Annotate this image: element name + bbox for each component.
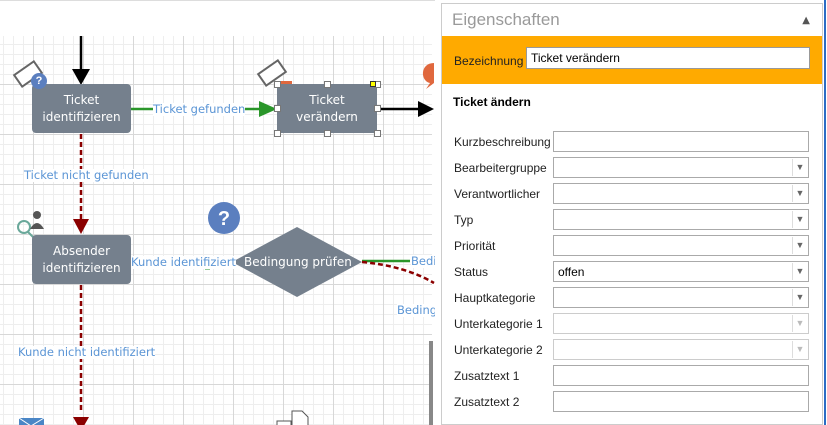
speech-icon [422, 63, 434, 89]
field-label: Bearbeitergruppe [454, 161, 547, 175]
edge-cond-lower [361, 260, 435, 285]
name-bar: Bezeichnung Ticket verändern [442, 36, 822, 84]
field-row: Priorität ▼ [442, 235, 822, 257]
chevron-down-icon[interactable]: ▼ [792, 211, 807, 228]
edge-ticket-found-arrowhead [259, 101, 277, 117]
incoming-arrowhead [72, 69, 90, 85]
resize-handle[interactable] [274, 105, 281, 112]
panel-title: Eigenschaften [452, 10, 560, 29]
connectors: ? [12, 36, 435, 425]
question-icon-glyph: ? [218, 208, 230, 230]
document-icon [276, 410, 309, 425]
field-row: Verantwortlicher ▼ [442, 183, 822, 205]
edge-label-customer-identified[interactable]: Kunde identifiziert [131, 255, 236, 269]
edge-out-arrowhead [418, 101, 434, 117]
field-label: Typ [454, 213, 474, 227]
resize-handle[interactable] [274, 130, 281, 137]
field-label: Unterkategorie 2 [454, 343, 543, 357]
edge-label-customer-not-identified[interactable]: Kunde nicht identifiziert [18, 345, 156, 359]
mail-icon-flap [18, 417, 45, 425]
chevron-down-icon[interactable]: ▼ [792, 341, 807, 358]
field-row: Status offen ▼ [442, 261, 822, 283]
question-icon [208, 202, 240, 234]
field-label: Zusatztext 2 [454, 395, 520, 409]
pin-icon[interactable]: ▲ [802, 15, 810, 26]
resize-handle[interactable] [374, 105, 381, 112]
field-row: Typ ▼ [442, 209, 822, 231]
help-badge-icon: ? [31, 73, 47, 89]
field-label: Zusatztext 1 [454, 369, 520, 383]
edge-ticket-not-found-arrowhead [73, 219, 89, 234]
window-edge [824, 0, 826, 425]
name-input[interactable]: Ticket verändern [526, 47, 810, 69]
field-value: offen [558, 265, 585, 279]
properties-panel: Eigenschaften ▲ Bezeichnung Ticket verän… [441, 3, 823, 425]
chevron-down-icon[interactable]: ▼ [792, 185, 807, 202]
chevron-down-icon[interactable]: ▼ [792, 237, 807, 254]
vertical-scrollbar[interactable] [429, 341, 433, 425]
condition-diamond [232, 227, 362, 297]
person-icon [30, 211, 44, 229]
field-row: Kurzbeschreibung [442, 131, 822, 153]
field-label: Verantwortlicher [454, 187, 541, 201]
chevron-down-icon[interactable]: ▼ [792, 315, 807, 332]
field-row: Bearbeitergruppe ▼ [442, 157, 822, 179]
field-label: Status [454, 265, 489, 279]
name-label: Bezeichnung [454, 54, 524, 68]
field-row: Zusatztext 1 [442, 365, 822, 387]
field-row: Unterkategorie 1 ▼ [442, 313, 822, 335]
zusatztext-1-input[interactable] [553, 365, 809, 386]
field-row: Unterkategorie 2 ▼ [442, 339, 822, 361]
kurzbeschreibung-input[interactable] [553, 131, 809, 152]
field-row: Hauptkategorie ▼ [442, 287, 822, 309]
edge-label-cond-right[interactable]: Bedi [411, 254, 435, 268]
mail-icon [19, 418, 44, 425]
field-label: Hauptkategorie [454, 291, 536, 305]
verantwortlicher-select[interactable]: ▼ [553, 183, 809, 204]
chevron-down-icon[interactable]: ▼ [792, 159, 807, 176]
search-icon [17, 220, 31, 234]
resize-handle[interactable] [324, 130, 331, 137]
status-select[interactable]: offen ▼ [553, 261, 809, 282]
bearbeitergruppe-select[interactable]: ▼ [553, 157, 809, 178]
field-label: Priorität [454, 239, 496, 253]
node-ticket-identify[interactable]: Ticket identifizieren [32, 84, 131, 133]
resize-handle[interactable] [374, 130, 381, 137]
chevron-down-icon[interactable]: ▼ [792, 263, 807, 280]
process-canvas[interactable]: ? Ticket identifizieren ? Ticket verände… [0, 0, 435, 425]
hauptkategorie-select[interactable]: ▼ [553, 287, 809, 308]
field-label: Unterkategorie 1 [454, 317, 543, 331]
resize-handle[interactable] [274, 81, 281, 88]
unterkategorie-1-select[interactable]: ▼ [553, 313, 809, 334]
edge-label-cond-lower[interactable]: Beding [397, 304, 435, 317]
field-label: Kurzbeschreibung [454, 135, 551, 149]
unterkategorie-2-select[interactable]: ▼ [553, 339, 809, 360]
edge-label-ticket-found[interactable]: Ticket gefunden [153, 102, 246, 116]
node-sender-identify[interactable]: Absender identifizieren [32, 235, 131, 284]
edge-customer-not-identified-arrowhead [73, 417, 89, 425]
node-condition-label[interactable]: Bedingung prüfen [244, 255, 352, 269]
zusatztext-2-input[interactable] [553, 391, 809, 412]
typ-select[interactable]: ▼ [553, 209, 809, 230]
node-ticket-change[interactable]: Ticket verändern [277, 84, 377, 133]
edge-label-ticket-not-found[interactable]: Ticket nicht gefunden [24, 168, 149, 182]
priorit-t-select[interactable]: ▼ [553, 235, 809, 256]
section-title: Ticket ändern [453, 95, 531, 109]
ticket-icon-2 [256, 58, 288, 88]
resize-handle[interactable] [324, 81, 331, 88]
connect-handle[interactable] [370, 81, 376, 87]
chevron-down-icon[interactable]: ▼ [792, 289, 807, 306]
field-row: Zusatztext 2 [442, 391, 822, 413]
